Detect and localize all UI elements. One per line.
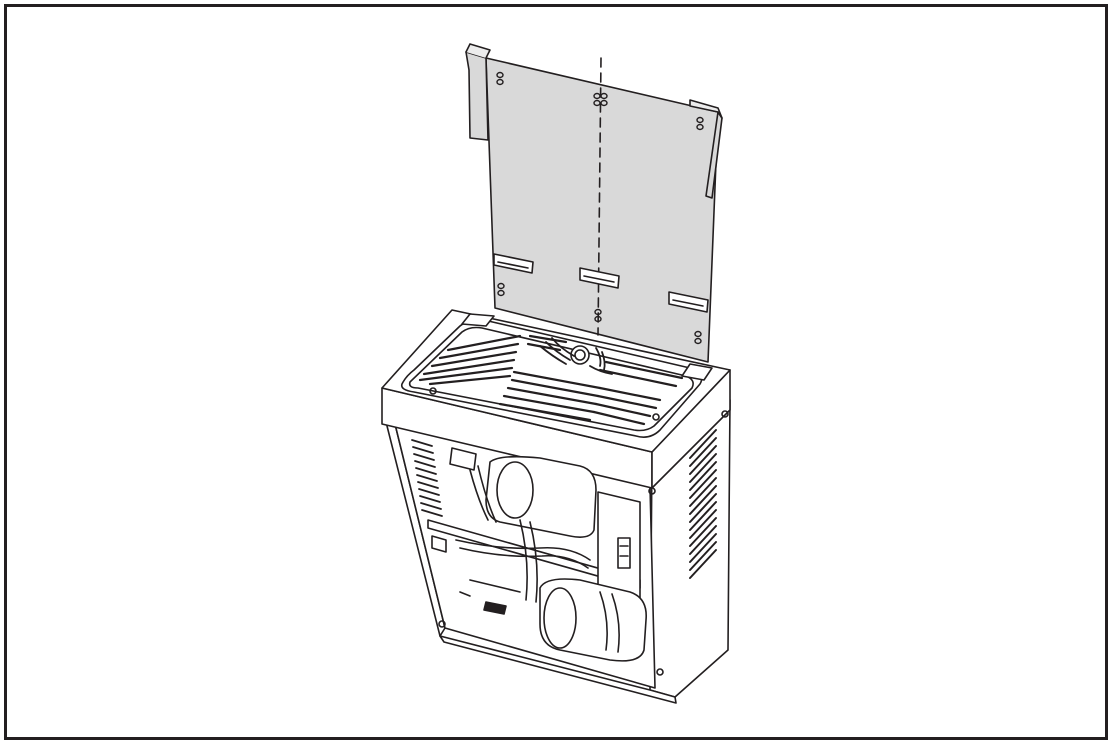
top-screw [652,413,660,421]
top-screw [429,387,437,395]
side-screw [438,620,446,628]
side-screw [721,410,729,418]
cooling-tank [485,455,597,538]
rear-louvers [411,439,443,517]
mounting-plate [465,43,723,363]
refrigerant-tubing [455,519,591,603]
corner-pad-left [461,313,495,327]
mounting-plate-panel [485,57,719,363]
corner-pad-right [681,363,713,381]
internal-components [427,447,647,662]
compressor [539,578,647,662]
base-label [483,601,507,615]
basin-grille [418,334,684,426]
radial-drain-slots [539,337,613,375]
side-louvers [689,429,717,579]
hanger-slots [493,253,709,313]
side-screw [648,487,656,495]
control-switch [617,537,631,569]
side-screw [656,668,664,676]
mounting-slot-holes [496,71,704,345]
cabinet-base [439,635,677,704]
plate-left-flange [465,51,489,141]
